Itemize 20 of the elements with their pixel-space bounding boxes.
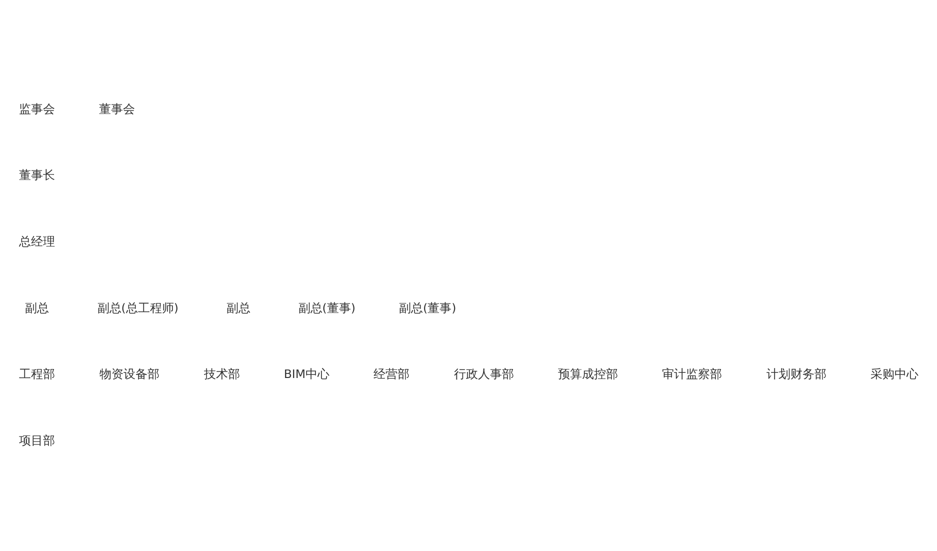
- label: 副总(董事): [398, 300, 456, 315]
- label: 行政人事部: [453, 367, 514, 382]
- label: 监事会: [18, 102, 55, 116]
- label: 董事长: [18, 168, 55, 182]
- label: 董事会: [98, 102, 134, 116]
- label: 经营部: [373, 367, 410, 382]
- label: 副总: [226, 300, 250, 315]
- label: 副总(董事): [298, 300, 355, 315]
- label: 物资设备部: [99, 367, 160, 382]
- label: BIM中心: [283, 367, 330, 382]
- label: 计划财务部: [766, 367, 826, 382]
- label: 审计监察部: [662, 367, 722, 382]
- label: 副总(总工程师): [96, 300, 178, 315]
- label: 工程部: [18, 367, 55, 382]
- label: 采购中心: [870, 367, 918, 382]
- label: 项目部: [18, 433, 55, 448]
- label: 技术部: [203, 367, 240, 382]
- label: 副总: [24, 300, 49, 315]
- label: 预算成控部: [558, 367, 618, 382]
- label: 总经理: [18, 234, 55, 248]
